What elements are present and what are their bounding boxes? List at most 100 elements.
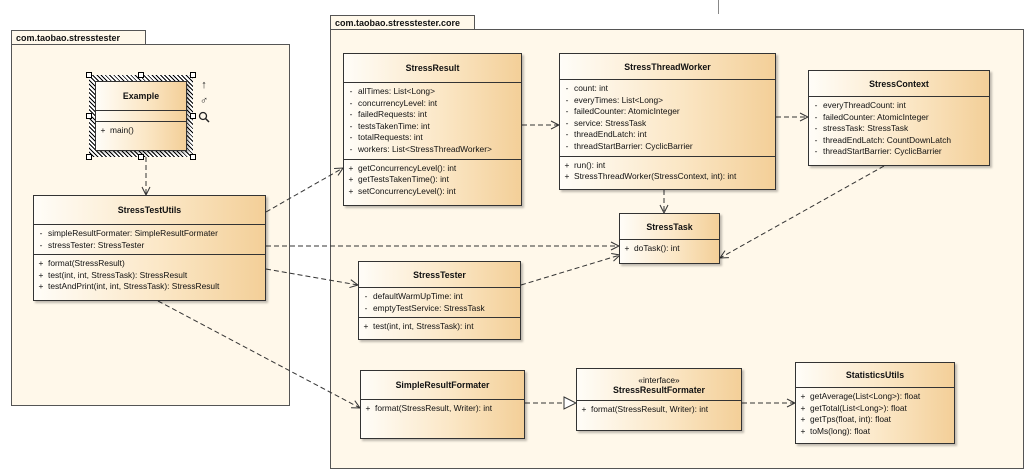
resize-handle[interactable] — [138, 154, 144, 160]
operations-section: +getAverage(List<Long>): float +getTotal… — [796, 388, 954, 440]
class-name: StatisticsUtils — [845, 370, 905, 380]
attribute: -count: int — [565, 83, 608, 93]
operation: +test(int, int, StressTask): int — [363, 321, 474, 332]
male-symbol-icon[interactable]: ♂ — [199, 95, 209, 107]
operations-section: +format(StressResult) +test(int, int, St… — [34, 255, 265, 296]
package-label: com.taobao.stresstester — [16, 33, 121, 43]
class-header: StressResult — [344, 54, 521, 83]
class-header: StatisticsUtils — [796, 363, 954, 388]
resize-handle[interactable] — [190, 154, 196, 160]
operations-section: +doTask(): int — [620, 240, 719, 258]
class-stressresultformater[interactable]: «interface» StressResultFormater +format… — [576, 368, 742, 431]
class-header: StressTestUtils — [34, 196, 265, 225]
class-name: StressContext — [869, 78, 929, 89]
operation: +getAverage(List<Long>): float — [800, 391, 921, 401]
resize-handle[interactable] — [138, 72, 144, 78]
operation: +getConcurrencyLevel(): int — [348, 162, 457, 173]
operation: +getTestsTakenTime(): int — [348, 174, 449, 185]
magnifier-icon[interactable] — [197, 111, 211, 126]
attribute: -everyThreadCount: int — [814, 100, 906, 110]
operation: +StressThreadWorker(StressContext, int):… — [564, 171, 737, 182]
class-header: SimpleResultFormater — [361, 371, 524, 400]
operation: +toMs(long): float — [800, 425, 871, 436]
operation: +testAndPrint(int, int, StressTask): Str… — [38, 281, 220, 292]
class-name: SimpleResultFormater — [395, 380, 490, 390]
operation: +doTask(): int — [624, 243, 680, 253]
resize-handle[interactable] — [86, 154, 92, 160]
attribute: -stressTester: StressTester — [39, 239, 145, 250]
operation: +format(StressResult, Writer): int — [581, 404, 709, 414]
attribute: -threadEndLatch: int — [565, 129, 647, 140]
attributes-section: -count: int -everyTimes: List<Long> -fai… — [560, 80, 775, 157]
operations-section: +main() — [96, 122, 186, 140]
class-name: StressResultFormater — [613, 384, 705, 395]
class-simpleresultformater[interactable]: SimpleResultFormater +format(StressResul… — [360, 370, 525, 439]
package-tab-left[interactable]: com.taobao.stresstester — [11, 30, 146, 45]
operation: +format(StressResult) — [38, 258, 125, 269]
attribute: -everyTimes: List<Long> — [565, 94, 664, 105]
resize-handle[interactable] — [190, 113, 196, 119]
resize-handle[interactable] — [86, 72, 92, 78]
class-statisticsutils[interactable]: StatisticsUtils +getAverage(List<Long>):… — [795, 362, 955, 444]
attributes-section: -everyThreadCount: int -failedCounter: A… — [809, 97, 989, 161]
operation: +run(): int — [564, 159, 606, 170]
attribute: -defaultWarmUpTime: int — [364, 291, 463, 301]
dep-stresscontext-to-stresstask[interactable] — [720, 165, 885, 258]
attribute: -failedCounter: AtomicInteger — [814, 111, 929, 122]
package-tab-core[interactable]: com.taobao.stresstester.core — [330, 15, 475, 30]
class-header: StressTask — [620, 214, 719, 240]
attribute: -stressTask: StressTask — [814, 123, 909, 134]
operations-section: +getConcurrencyLevel(): int +getTestsTak… — [344, 160, 521, 201]
class-header: StressContext — [809, 71, 989, 97]
class-header: «interface» StressResultFormater — [577, 369, 741, 401]
attribute: -simpleResultFormater: SimpleResultForma… — [39, 228, 218, 238]
dep-stresstester-to-stresstask[interactable] — [520, 255, 620, 286]
operation: +test(int, int, StressTask): StressResul… — [38, 269, 188, 280]
class-stresscontext[interactable]: StressContext -everyThreadCount: int -fa… — [808, 70, 990, 166]
class-stresstester[interactable]: StressTester -defaultWarmUpTime: int -em… — [358, 261, 521, 340]
class-name: StressTester — [413, 269, 466, 280]
class-name: StressThreadWorker — [624, 61, 711, 72]
class-example[interactable]: Example +main() — [95, 81, 187, 151]
resize-handle[interactable] — [86, 113, 92, 119]
attribute: -threadEndLatch: CountDownLatch — [814, 134, 952, 145]
class-header: StressTester — [359, 262, 520, 288]
attribute: -threadStartBarrier: CyclicBarrier — [814, 146, 942, 157]
class-stresstestutils[interactable]: StressTestUtils -simpleResultFormater: S… — [33, 195, 266, 301]
attribute: -testsTakenTime: int — [349, 120, 430, 131]
attribute: -concurrencyLevel: int — [349, 97, 438, 108]
attributes-section — [96, 111, 186, 122]
class-name: StressTask — [646, 221, 693, 232]
divider-line — [718, 0, 719, 14]
dep-stresstestutils-to-stresstester[interactable] — [265, 268, 358, 285]
attributes-section: -defaultWarmUpTime: int -emptyTestServic… — [359, 288, 520, 319]
attribute: -emptyTestService: StressTask — [364, 302, 485, 313]
class-header: Example — [96, 82, 186, 111]
stereotype-label: «interface» — [638, 374, 680, 385]
arrow-up-icon[interactable]: ↑ — [201, 79, 207, 91]
class-name: StressResult — [405, 63, 460, 73]
attribute: -failedRequests: int — [349, 109, 427, 120]
dep-stresstestutils-to-stressresult[interactable] — [265, 168, 343, 213]
class-stressresult[interactable]: StressResult -allTimes: List<Long> -conc… — [343, 53, 522, 206]
operation: +format(StressResult, Writer): int — [365, 403, 493, 413]
class-stressthreadworker[interactable]: StressThreadWorker -count: int -everyTim… — [559, 53, 776, 190]
operation: +getTps(float, int): float — [800, 414, 891, 425]
operation: +setConcurrencyLevel(): int — [348, 185, 456, 196]
attributes-section: -simpleResultFormater: SimpleResultForma… — [34, 225, 265, 256]
dep-stresstestutils-to-simpleresultformater[interactable] — [157, 300, 360, 408]
class-name: StressTestUtils — [117, 205, 182, 215]
operation: +getTotal(List<Long>): float — [800, 402, 907, 413]
operations-section: +run(): int +StressThreadWorker(StressCo… — [560, 157, 775, 186]
class-stresstask[interactable]: StressTask +doTask(): int — [619, 213, 720, 264]
package-label: com.taobao.stresstester.core — [335, 18, 461, 28]
resize-handle[interactable] — [190, 72, 196, 78]
operations-section: +test(int, int, StressTask): int — [359, 318, 520, 336]
class-name: Example — [122, 91, 160, 101]
attribute: -allTimes: List<Long> — [349, 86, 435, 96]
attribute: -workers: List<StressThreadWorker> — [349, 143, 492, 154]
operations-section: +format(StressResult, Writer): int — [361, 400, 524, 418]
class-header: StressThreadWorker — [560, 54, 775, 80]
